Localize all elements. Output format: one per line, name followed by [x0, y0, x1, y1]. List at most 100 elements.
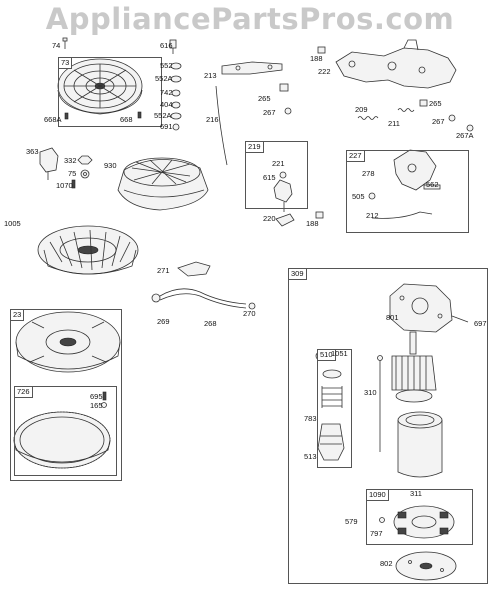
part-label-212: 212	[366, 211, 379, 220]
part-label-269: 269	[157, 317, 170, 326]
governor-gear-615-part	[273, 179, 293, 212]
screw-668-part	[137, 111, 142, 119]
group-box-1090	[366, 489, 473, 545]
box-label-1090: 1090	[366, 489, 389, 501]
part-label-404: 404	[160, 100, 173, 109]
part-label-278: 278	[362, 169, 375, 178]
spring-209-part	[357, 116, 379, 120]
part-label-552A: 552A	[155, 74, 173, 83]
screw-74-part	[62, 37, 68, 49]
spring-783-part	[321, 386, 343, 408]
box-label-219: 219	[245, 141, 264, 153]
part-label-271: 271	[157, 266, 170, 275]
end-cap-801-part	[389, 283, 453, 333]
screw-668A-part	[64, 112, 69, 120]
brush-holder-part	[393, 505, 455, 539]
alternator-23-part	[15, 311, 121, 373]
box-label-309: 309	[288, 268, 307, 280]
part-label-742: 742	[160, 88, 173, 97]
part-label-188a: 188	[310, 54, 323, 63]
nut-221-part	[279, 171, 287, 179]
motor-housing-part	[397, 411, 443, 478]
part-label-220: 220	[263, 214, 276, 223]
part-label-552: 552	[160, 61, 173, 70]
washer-165-part	[101, 402, 107, 408]
nut-505-part	[368, 192, 376, 200]
clip-271-part	[177, 261, 211, 277]
end-269-part	[151, 293, 161, 303]
spring-211-part	[397, 108, 415, 112]
part-label-783: 783	[304, 414, 317, 423]
part-label-268: 268	[204, 319, 217, 328]
screw-265b-part	[419, 99, 428, 107]
group-box-510	[317, 349, 352, 468]
part-label-188b: 188	[306, 219, 319, 228]
nut-267-part	[284, 107, 292, 115]
screw-562-part	[423, 184, 441, 190]
part-label-267b: 267	[432, 117, 445, 126]
part-label-505: 505	[352, 192, 365, 201]
part-label-579: 579	[345, 517, 358, 526]
part-label-552A-2: 552A	[154, 111, 172, 120]
link-rod-216-part	[215, 85, 228, 166]
part-label-332: 332	[64, 156, 77, 165]
nut-332-part	[77, 155, 93, 165]
bolt-697-part	[451, 315, 469, 323]
cable-268-part	[159, 288, 247, 309]
part-label-616: 616	[160, 41, 173, 50]
part-label-213: 213	[204, 71, 217, 80]
part-label-801: 801	[386, 313, 399, 322]
bracket-213-part	[221, 61, 283, 75]
part-label-1070: 1070	[56, 181, 73, 190]
control-bracket-222-part	[335, 39, 457, 89]
part-label-668: 668	[120, 115, 133, 124]
spring-cap-part	[322, 369, 342, 379]
group-box-227	[346, 150, 469, 233]
screw-188-part	[317, 46, 326, 54]
ring-gear-726-part	[13, 411, 111, 469]
part-label-221: 221	[272, 159, 285, 168]
screw-265-part	[279, 83, 289, 92]
box-label-510: 510	[317, 349, 336, 361]
part-label-75: 75	[68, 169, 77, 178]
part-label-695: 695	[90, 392, 103, 401]
part-label-562: 562	[426, 180, 439, 189]
bolt-310-part	[377, 355, 383, 452]
part-label-615: 615	[263, 173, 276, 182]
part-label-165: 165	[90, 401, 103, 410]
screw-695-part	[102, 391, 107, 401]
part-label-222: 222	[318, 67, 331, 76]
part-label-802: 802	[380, 559, 393, 568]
group-box-73	[58, 57, 162, 127]
part-label-209: 209	[355, 105, 368, 114]
part-label-216: 216	[206, 115, 219, 124]
part-label-265b: 265	[429, 99, 442, 108]
screw-579-part	[379, 517, 385, 523]
group-box-726	[14, 386, 117, 476]
group-box-23	[10, 309, 122, 481]
part-label-270: 270	[243, 309, 256, 318]
screw-1070-part	[71, 179, 76, 189]
part-label-1005: 1005	[4, 219, 21, 228]
part-label-697: 697	[474, 319, 487, 328]
part-label-267A: 267A	[456, 131, 474, 140]
part-label-265a: 265	[258, 94, 271, 103]
part-label-311: 311	[410, 489, 422, 498]
pinion-513-part	[317, 423, 345, 461]
part-label-310: 310	[364, 388, 377, 397]
grass-screen-part	[57, 58, 143, 115]
screw-188b-part	[315, 211, 324, 219]
part-label-74: 74	[52, 41, 61, 50]
governor-parts-stack	[169, 39, 182, 131]
watermark: AppliancePartsPros.com	[45, 2, 455, 36]
group-box-309	[288, 268, 488, 584]
end-plate-802-part	[395, 551, 457, 581]
nut-270-part	[248, 302, 256, 310]
nut-267b-part	[448, 114, 456, 122]
rotating-screen-930-part	[117, 157, 209, 211]
fan-1005-part	[37, 225, 139, 275]
part-label-267a: 267	[263, 108, 276, 117]
part-label-211: 211	[388, 119, 400, 128]
group-box-219	[245, 141, 308, 209]
